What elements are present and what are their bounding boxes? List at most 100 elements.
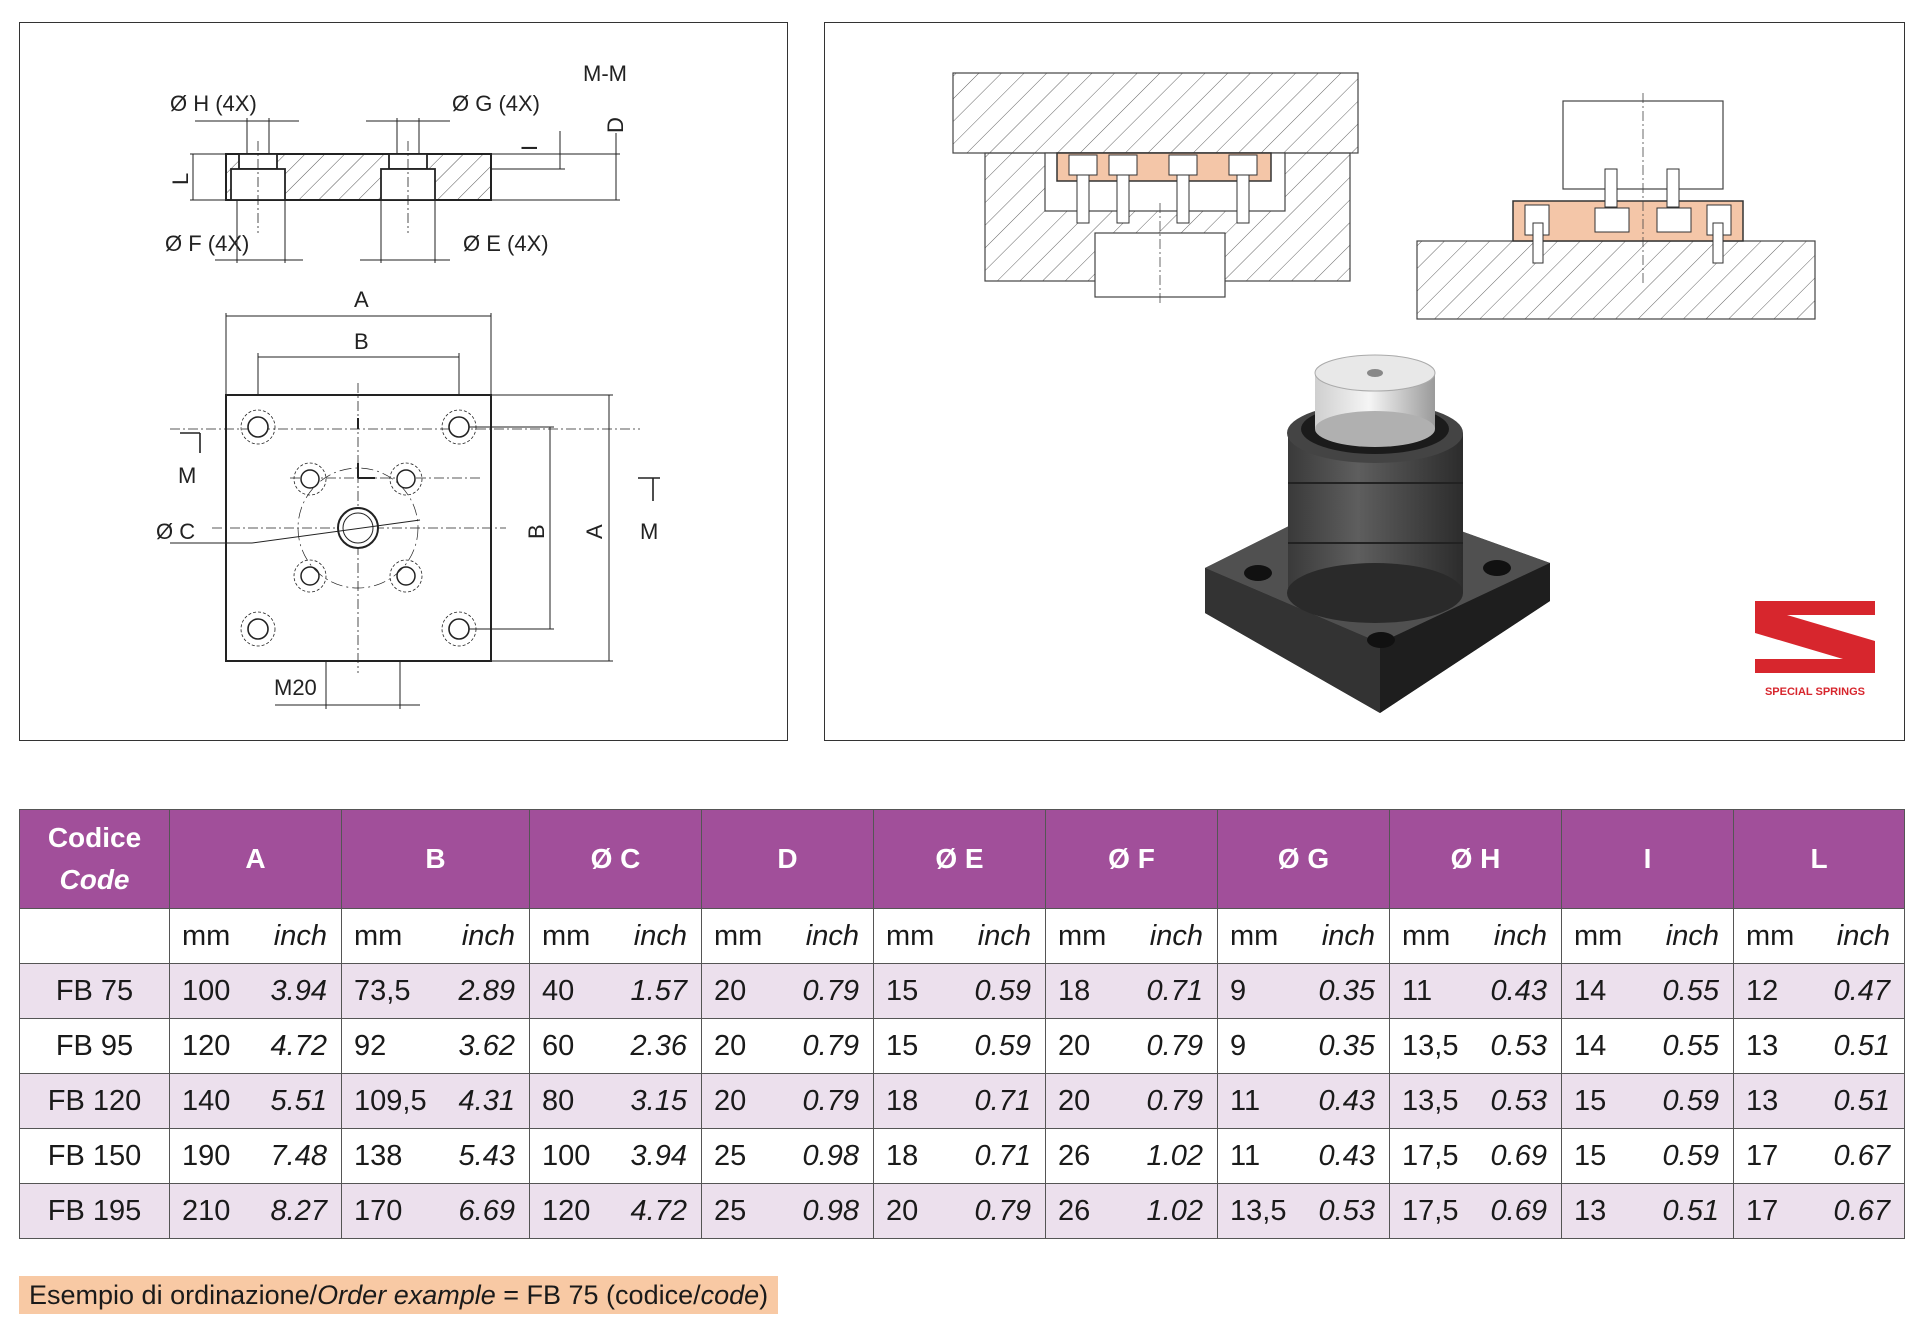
value-mm: 190 — [182, 1139, 231, 1172]
value-inch: 0.47 — [1833, 974, 1890, 1007]
section-view — [190, 118, 620, 263]
value-inch: 0.79 — [802, 974, 859, 1007]
unit-inch: inch — [1836, 919, 1890, 952]
product-code-cell: FB 75 — [19, 963, 170, 1019]
value-inch: 0.69 — [1490, 1194, 1547, 1227]
unit-mm: mm — [1574, 919, 1623, 952]
unit-mm: mm — [182, 919, 231, 952]
value-mm: 13 — [1574, 1194, 1607, 1227]
value-inch: 1.02 — [1146, 1194, 1203, 1227]
unit-inch: inch — [1149, 919, 1203, 952]
value-mm: 20 — [714, 1084, 747, 1117]
value-inch: 8.27 — [270, 1194, 327, 1227]
value-inch: 5.51 — [270, 1084, 327, 1117]
value-inch: 0.53 — [1318, 1194, 1375, 1227]
value-mm: 13 — [1746, 1084, 1779, 1117]
column-header-l: L — [1733, 809, 1905, 909]
technical-drawing-panel: Ø H (4X) Ø G (4X) Ø F (4X) Ø E (4X) M-M … — [19, 22, 788, 741]
value-mm: 120 — [542, 1194, 591, 1227]
special-springs-logo: SPECIAL SPRINGS — [1755, 601, 1875, 698]
value-inch: 0.59 — [1662, 1139, 1719, 1172]
unit-mm: mm — [886, 919, 935, 952]
value-inch: 1.57 — [630, 974, 687, 1007]
value-mm: 109,5 — [354, 1084, 427, 1117]
column-header-c: Ø C — [529, 809, 702, 909]
dim-d-label: D — [603, 117, 628, 133]
value-mm: 20 — [1058, 1084, 1091, 1117]
value-inch: 0.51 — [1662, 1194, 1719, 1227]
units-empty-cell — [19, 908, 170, 964]
value-inch: 6.69 — [458, 1194, 515, 1227]
value-inch: 0.69 — [1490, 1139, 1547, 1172]
product-code-cell: FB 120 — [19, 1073, 170, 1129]
dim-h-label: Ø H (4X) — [170, 91, 257, 116]
installation-view-inverted — [952, 72, 1359, 303]
value-mm: 11 — [1230, 1084, 1261, 1117]
dim-a-side-label: A — [582, 524, 607, 539]
value-inch: 3.62 — [458, 1029, 515, 1062]
value-mm: 14 — [1574, 974, 1607, 1007]
value-mm: 20 — [1058, 1029, 1091, 1062]
value-mm: 20 — [714, 1029, 747, 1062]
code-header-en: Code — [59, 864, 130, 895]
value-mm: 26 — [1058, 1194, 1091, 1227]
value-inch: 7.48 — [270, 1139, 327, 1172]
value-inch: 0.59 — [974, 974, 1031, 1007]
value-mm: 120 — [182, 1029, 231, 1062]
value-inch: 0.71 — [974, 1084, 1031, 1117]
dim-b-top-label: B — [354, 329, 369, 354]
value-mm: 25 — [714, 1139, 747, 1172]
unit-inch: inch — [977, 919, 1031, 952]
product-code-cell: FB 150 — [19, 1128, 170, 1184]
unit-mm: mm — [1230, 919, 1279, 952]
value-inch: 2.89 — [458, 974, 515, 1007]
value-inch: 0.79 — [1146, 1084, 1203, 1117]
value-inch: 0.98 — [802, 1139, 859, 1172]
value-mm: 15 — [886, 974, 919, 1007]
order-example-italic: Order example — [317, 1280, 496, 1310]
value-mm: 17,5 — [1402, 1194, 1459, 1227]
value-inch: 0.35 — [1318, 974, 1375, 1007]
value-mm: 13,5 — [1402, 1084, 1459, 1117]
value-mm: 20 — [886, 1194, 919, 1227]
column-header-e: Ø E — [873, 809, 1046, 909]
value-inch: 0.55 — [1662, 974, 1719, 1007]
value-mm: 60 — [542, 1029, 575, 1062]
unit-mm: mm — [714, 919, 763, 952]
value-mm: 100 — [542, 1139, 591, 1172]
order-example-middle: = FB 75 (codice/ — [495, 1280, 701, 1310]
value-inch: 0.79 — [802, 1084, 859, 1117]
value-mm: 92 — [354, 1029, 387, 1062]
code-header-it: Codice — [47, 822, 142, 853]
